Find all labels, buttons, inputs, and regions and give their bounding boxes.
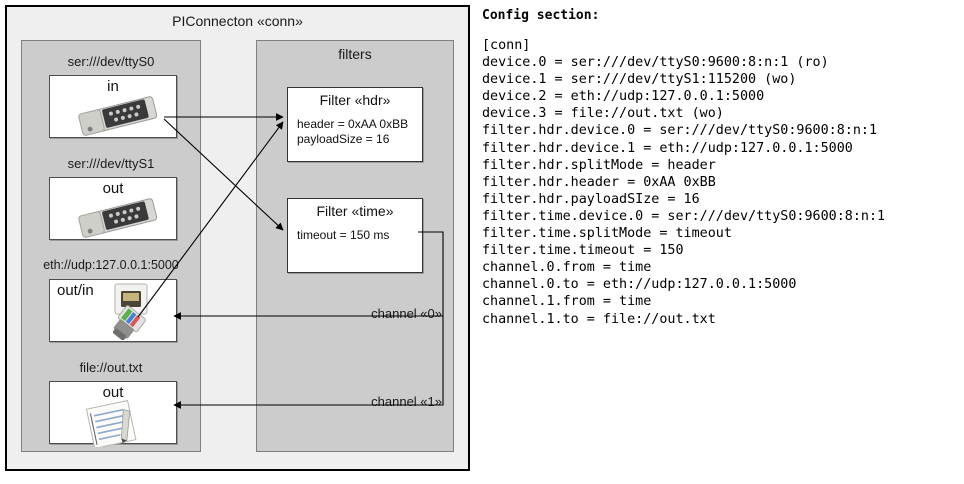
filter-title-hdr: Filter «hdr»	[319, 92, 391, 108]
edge-ttys0-to-time	[163, 118, 284, 231]
filter-title-time: Filter «time»	[316, 203, 394, 219]
device-io-file: out	[102, 384, 124, 401]
edge-eth-to-hdr	[137, 121, 284, 318]
filter-prop: payloadSize = 16	[297, 132, 390, 146]
serial-port-icon	[74, 96, 162, 143]
device-label-ttys1: ser:///dev/ttyS1	[67, 156, 155, 171]
device-box-ttys0[interactable]: in	[49, 75, 177, 138]
config-heading: Config section:	[482, 8, 600, 23]
filter-props-time: timeout = 150 ms	[297, 228, 389, 243]
device-label-eth: eth://udp:127.0.0.1:5000	[43, 258, 179, 272]
device-io-ttys0: in	[107, 78, 119, 95]
device-box-ttys1[interactable]: out	[49, 177, 177, 240]
devices-group: ser:///dev/ttyS0 in	[21, 40, 201, 452]
edge-channel1-to-file	[173, 316, 444, 409]
serial-port-icon	[74, 198, 162, 245]
edge-channel0-to-eth	[173, 231, 444, 320]
device-io-eth: out/in	[57, 282, 94, 299]
device-io-ttys1: out	[102, 180, 124, 197]
device-label-ttys0: ser:///dev/ttyS0	[67, 54, 155, 69]
filter-box-time[interactable]: Filter «time» timeout = 150 ms	[287, 198, 423, 273]
diagram-title: PIConnecton «conn»	[172, 13, 303, 29]
filter-props-hdr: header = 0xAA 0xBB payloadSize = 16	[297, 117, 408, 147]
connection-edges	[137, 113, 444, 409]
device-box-eth[interactable]: out/in	[49, 279, 177, 342]
filter-prop: timeout = 150 ms	[297, 228, 390, 242]
text-file-icon	[82, 399, 154, 452]
config-section: Config section: [conn] device.0 = ser://…	[482, 8, 962, 328]
filters-group: filters Filter «hdr» header = 0xAA 0xBB …	[256, 40, 454, 452]
device-box-file[interactable]: out	[49, 381, 177, 449]
filter-prop: header = 0xAA 0xBB	[297, 117, 409, 131]
filters-group-title: filters	[338, 46, 372, 62]
network-plug-icon	[98, 282, 170, 345]
piconnector-diagram: PIConnecton «conn» ser:///dev/ttyS0 in	[5, 5, 470, 471]
device-label-file: file://out.txt	[79, 360, 143, 375]
config-text: [conn] device.0 = ser:///dev/ttyS0:9600:…	[482, 38, 886, 327]
filter-box-hdr[interactable]: Filter «hdr» header = 0xAA 0xBB payloadS…	[287, 87, 423, 162]
channel-label-0: channel «0»	[371, 306, 442, 321]
